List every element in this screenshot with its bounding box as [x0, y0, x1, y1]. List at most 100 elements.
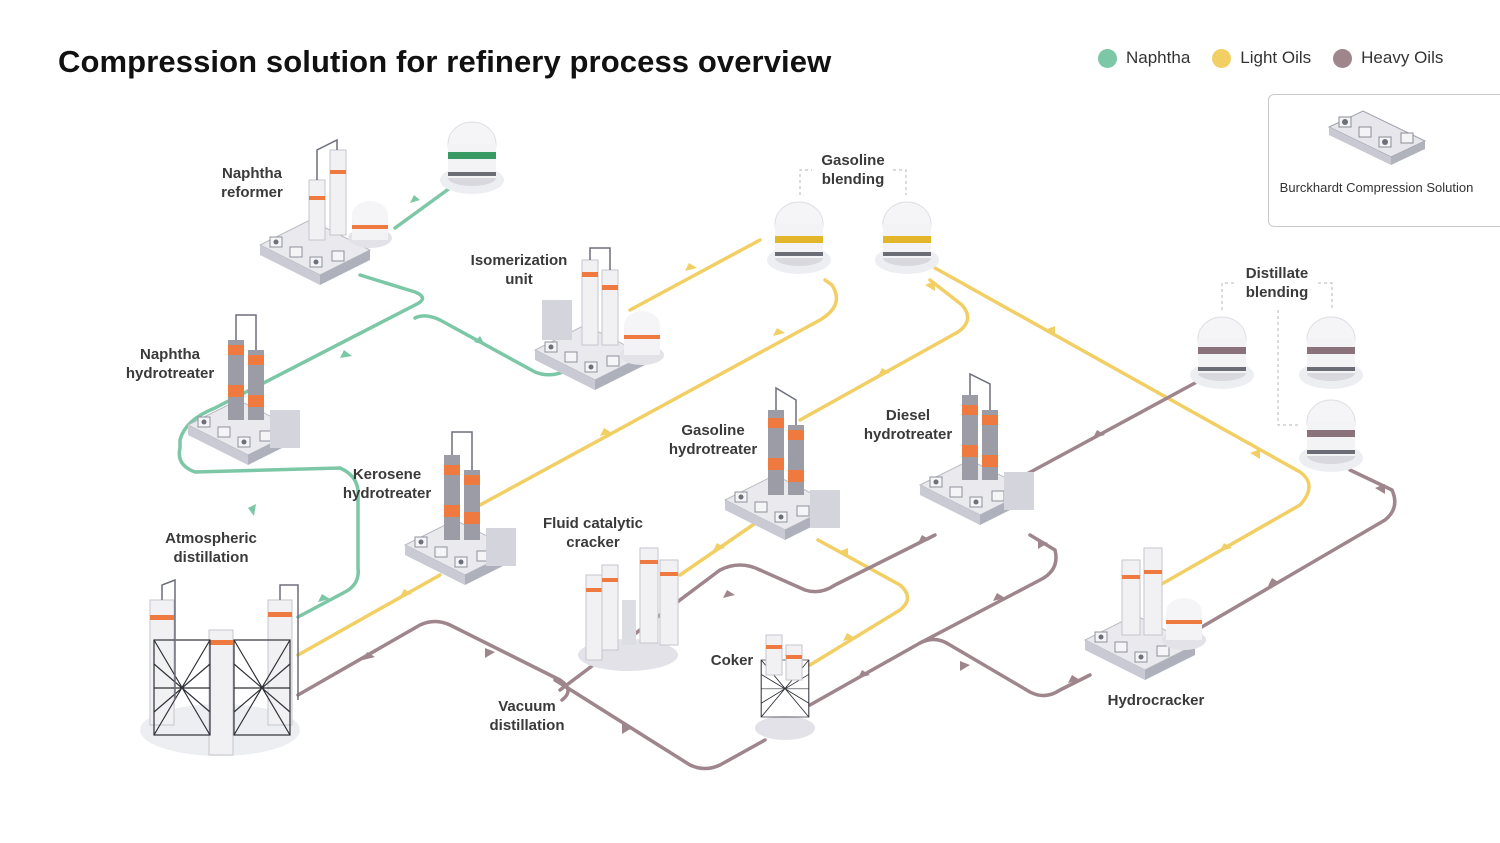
gasoline-bracket-left [799, 169, 812, 195]
arrow-icon [318, 594, 330, 602]
label-distillate-blending: Distillate blending [1245, 265, 1309, 301]
legend: Naphtha Light Oils Heavy Oils [1098, 48, 1443, 68]
distillate-bracket-lower [1277, 310, 1300, 426]
compression-solution-key: Burckhardt Compression Solution [1268, 94, 1500, 227]
light-oils-pipe-ght-blend [798, 278, 970, 422]
legend-label-naphtha: Naphtha [1126, 48, 1191, 67]
light-oils-pipe-kero-gasoline [478, 278, 839, 507]
arrow-icon [248, 504, 256, 516]
naphtha-hydrotreater-unit [187, 314, 300, 466]
arrow-icon [773, 328, 785, 336]
naphtha-arrows [248, 195, 485, 602]
naphtha-pipe-main [177, 273, 425, 619]
naphtha-reformer-unit [259, 138, 392, 286]
label-gasoline-blending: Gasoline blending [821, 152, 885, 188]
naphtha-color-dot [1098, 48, 1117, 68]
light-oils-pipe-atm-kero [296, 573, 442, 657]
heavy-oils-pipe-vacuum-low [553, 678, 767, 771]
legend-item-light-oils: Light Oils [1212, 48, 1311, 68]
arrow-icon [1250, 449, 1260, 459]
gasoline-tank-band [775, 236, 823, 243]
gasoline-hydrotreater-unit [724, 386, 840, 541]
label-naphtha-reformer: Naphtha reformer [221, 165, 283, 201]
label-hydrocracker: Hydrocracker [1107, 692, 1205, 709]
distillate-tank-band [1307, 430, 1355, 437]
arrow-icon [400, 589, 412, 597]
light-oils-color-dot [1212, 48, 1232, 68]
arrow-icon [960, 661, 970, 671]
reformer-tank-band [448, 152, 496, 159]
arrow-icon [713, 543, 725, 551]
distillate-bracket-left [1221, 282, 1235, 310]
light-oils-pipe-isom-blend [628, 238, 762, 312]
gasoline-tank-band [883, 236, 931, 243]
heavy-oils-pipe-coker-hc [808, 637, 1092, 707]
arrow-icon [1220, 543, 1232, 551]
arrow-icon [622, 724, 632, 734]
label-atmospheric-distillation: Atmospheric distillation [165, 530, 257, 566]
distillate-bracket-right [1318, 282, 1333, 310]
arrow-icon [838, 548, 848, 558]
arrow-icon [363, 652, 375, 660]
atmospheric-distillation-unit [140, 578, 300, 756]
label-vacuum-distillation: Vacuum distillation [489, 698, 565, 734]
label-gasoline-hydrotreater: Gasoline hydrotreater [668, 422, 758, 458]
arrow-icon [843, 633, 855, 641]
heavy-oils-flows [296, 381, 1397, 771]
arrow-icon [993, 593, 1005, 601]
hydrocracker-unit [1084, 547, 1206, 681]
legend-item-heavy-oils: Heavy Oils [1333, 48, 1443, 68]
naphtha-pipe-reformer-tank [393, 186, 452, 230]
arrow-icon [1045, 326, 1055, 336]
arrow-icon [1093, 430, 1105, 438]
arrow-icon [1268, 578, 1280, 586]
light-oils-pipe-coker [808, 538, 910, 667]
heavy-oils-pipe-fcc-diesel [558, 533, 937, 692]
label-coker: Coker [710, 652, 754, 669]
arrow-icon [410, 195, 420, 203]
storage-tanks [439, 121, 1364, 473]
arrow-icon [485, 648, 495, 658]
legend-item-naphtha: Naphtha [1098, 48, 1190, 68]
arrow-icon [600, 428, 612, 436]
heavy-oils-pipe-diesel-return [918, 533, 1058, 645]
light-oils-arrows [400, 263, 1260, 641]
gasoline-bracket-right [893, 169, 907, 195]
legend-label-light-oils: Light Oils [1240, 48, 1312, 67]
label-isomerization-unit: Isomerization unit [470, 252, 568, 288]
kerosene-hydrotreater-unit [404, 431, 516, 586]
arrow-icon [723, 590, 735, 598]
light-oils-pipe-hydrocracker [933, 266, 1311, 587]
heavy-oils-pipe-hc-distillate [1198, 468, 1397, 630]
fluid-catalytic-cracker-unit [578, 547, 679, 671]
isomerization-unit [534, 247, 664, 391]
legend-label-heavy-oils: Heavy Oils [1361, 48, 1444, 67]
compressor-skid-icon [1327, 110, 1427, 165]
arrow-icon [878, 368, 890, 376]
arrow-icon [858, 670, 870, 678]
coker-unit [755, 634, 815, 740]
label-fluid-catalytic-cracker: Fluid catalytic cracker [542, 515, 644, 551]
arrow-icon [1375, 484, 1385, 494]
light-oils-flows [296, 238, 1311, 667]
compression-solution-label: Burckhardt Compression Solution [1279, 180, 1474, 195]
arrow-icon [1068, 675, 1080, 683]
arrow-icon [474, 336, 485, 345]
label-kerosene-hydrotreater: Kerosene hydrotreater [342, 466, 432, 502]
distillate-tank-band [1198, 347, 1246, 354]
arrow-icon [340, 350, 352, 358]
arrow-icon [1038, 539, 1048, 549]
arrow-icon [925, 281, 935, 291]
page-title: Compression solution for refinery proces… [58, 44, 832, 79]
label-diesel-hydrotreater: Diesel hydrotreater [863, 407, 953, 443]
heavy-oils-color-dot [1333, 48, 1353, 68]
heavy-oils-pipe-atm-vacuum [296, 619, 570, 702]
heavy-oils-pipe-distillate [1023, 381, 1197, 477]
arrow-icon [918, 535, 930, 543]
diesel-hydrotreater-unit [919, 372, 1034, 526]
label-naphtha-hydrotreater: Naphtha hydrotreater [125, 346, 215, 382]
blending-brackets [799, 169, 1333, 426]
distillate-tank-band [1307, 347, 1355, 354]
heavy-oils-arrows [363, 430, 1385, 734]
